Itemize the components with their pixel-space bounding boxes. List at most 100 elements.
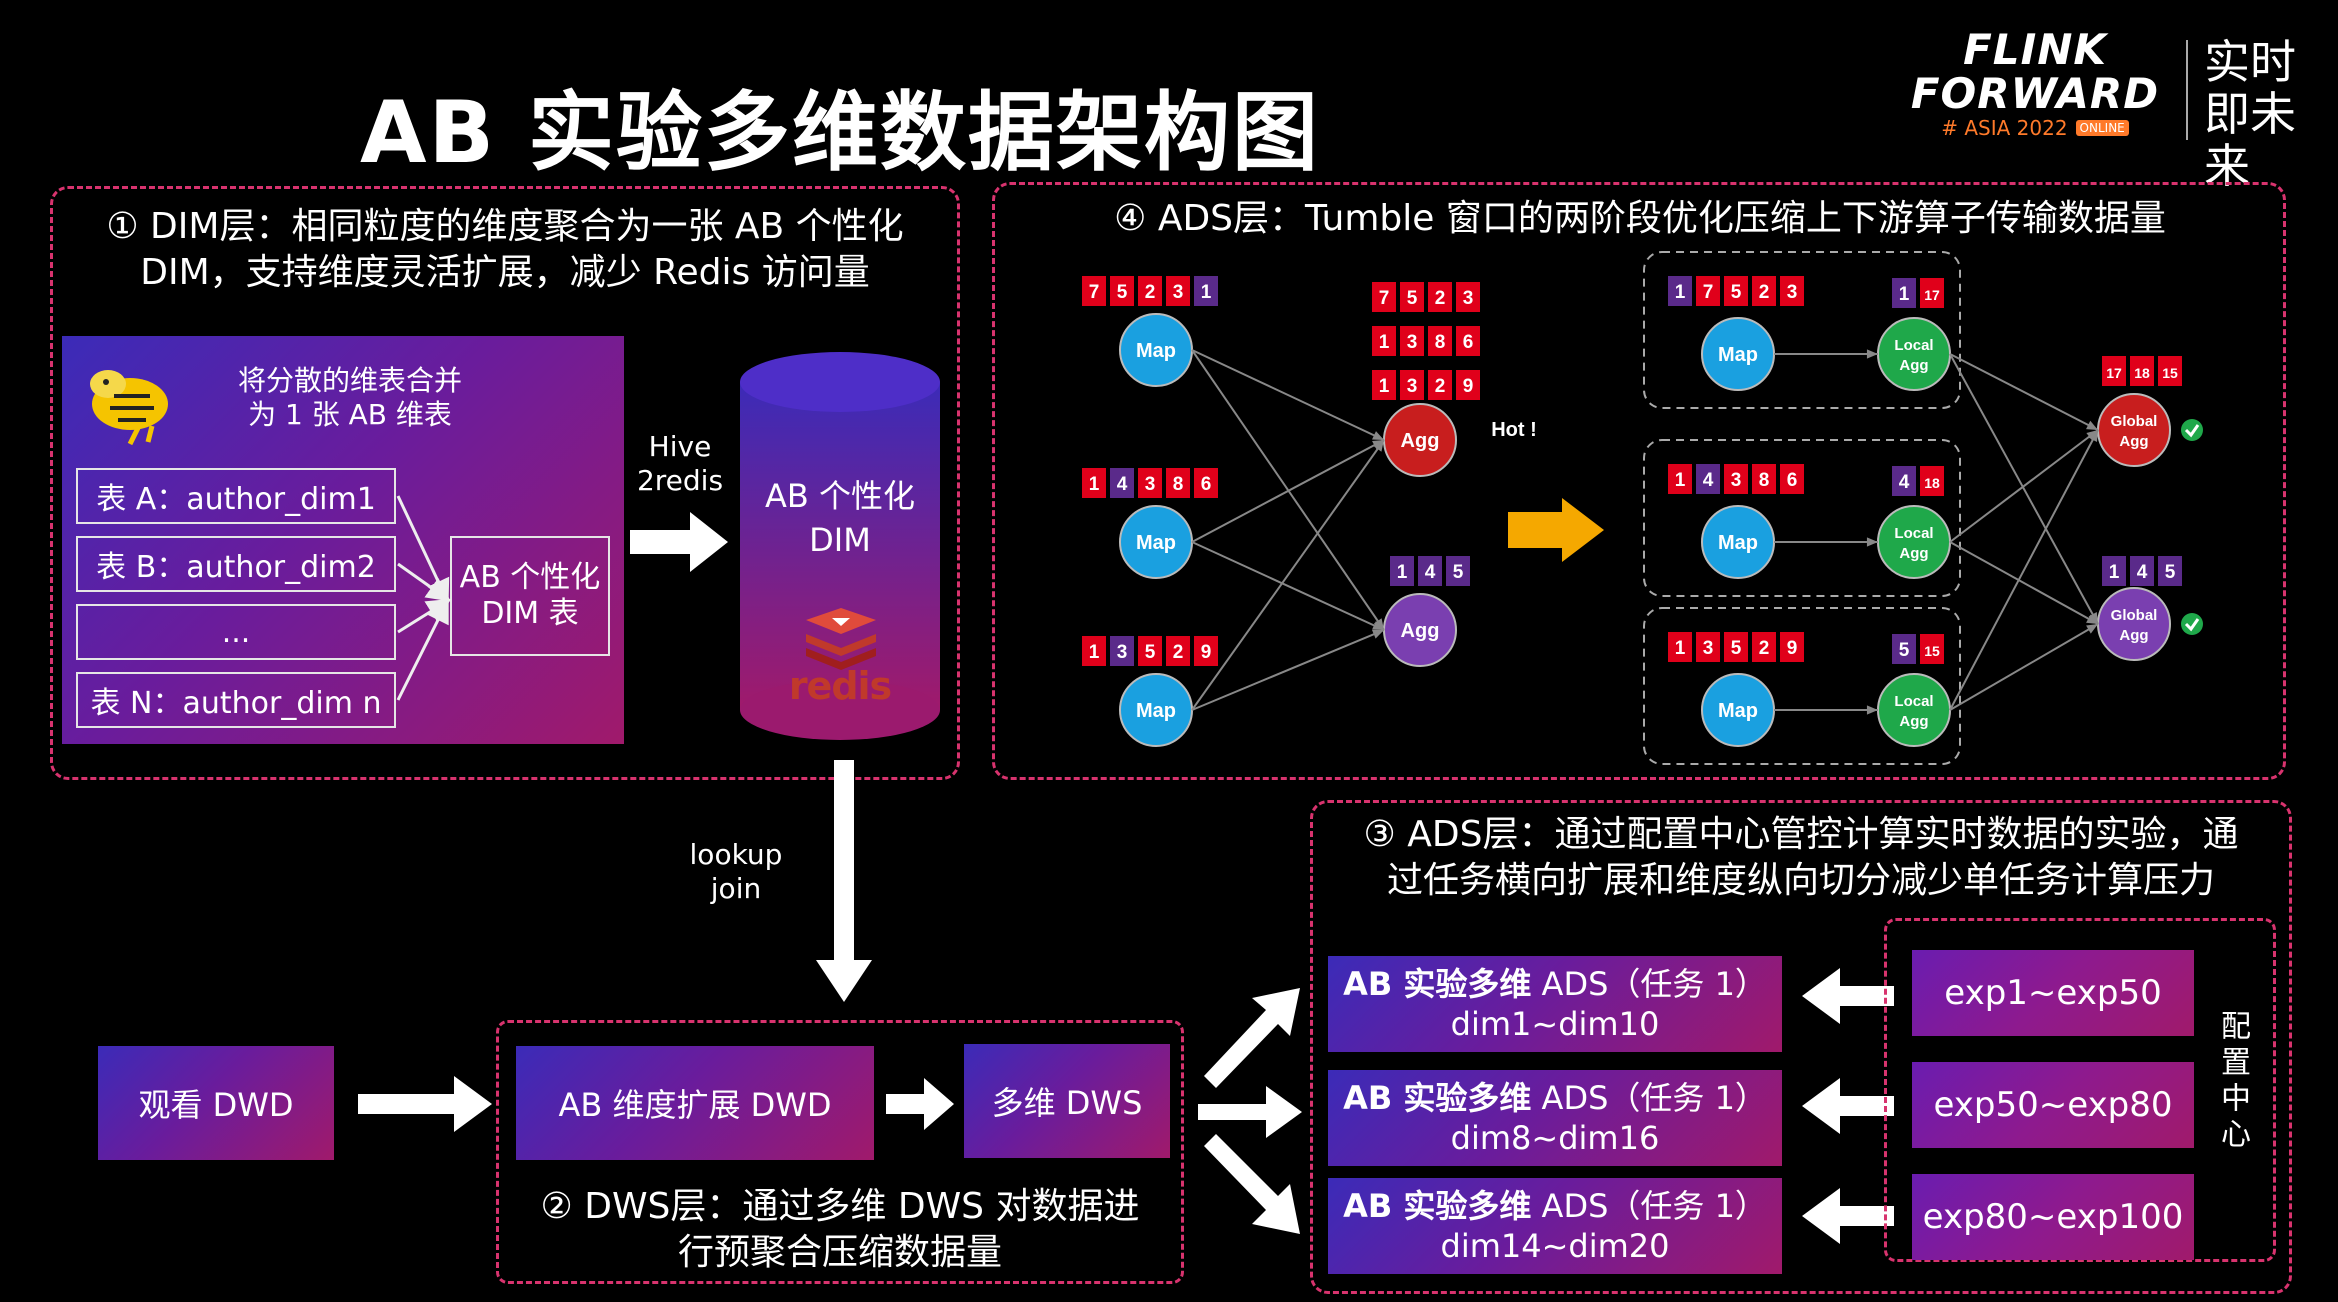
local-to-g1-0-head <box>2086 420 2098 430</box>
local-to-g2-2 <box>1949 623 2099 711</box>
global2-nums-cell <box>2158 556 2182 586</box>
global-agg-node-1-label: Global <box>2111 413 2158 430</box>
redis-db-label: AB 个性化 DIM <box>764 477 916 559</box>
global2-nums-num: 4 <box>2137 562 2148 583</box>
check-mark-1 <box>2184 424 2200 438</box>
dwd-to-dws-arrow <box>886 1078 954 1130</box>
left-map3-nums-cell <box>1194 636 1218 666</box>
shuffle-hot-2 <box>1191 439 1385 711</box>
local-agg-node-1-label: Local <box>1894 337 1933 354</box>
local3-nums-cell <box>1892 634 1916 664</box>
left-map2-nums-num: 1 <box>1089 474 1100 495</box>
left-map3-nums-cell <box>1082 636 1106 666</box>
local3-nums-cell <box>1920 634 1944 664</box>
table-b: 表 B：author_dim2 <box>76 536 396 592</box>
right-map2-nums-cell <box>1668 464 1692 494</box>
right-map2-nums-cell <box>1752 464 1776 494</box>
hot-agg-row3-num: 1 <box>1379 376 1390 397</box>
config-arrows <box>1802 968 1894 1244</box>
shuffle-ok-1 <box>1191 541 1385 631</box>
hot-agg-row3-cell <box>1428 370 1452 400</box>
right-map1-nums-num: 3 <box>1787 282 1798 303</box>
local3-nums-num: 15 <box>1924 643 1940 659</box>
hot-label: Hot ! <box>1491 419 1537 441</box>
config-center-label: 配置中心 <box>2215 1010 2250 1154</box>
right-map2-nums-cell <box>1696 464 1720 494</box>
right-map1-nums-num: 1 <box>1675 282 1686 303</box>
exp-range-2: exp50~exp80 <box>1912 1062 2194 1148</box>
table-n: 表 N：author_dim n <box>76 672 396 728</box>
shuffle-hot-2-head <box>1373 440 1384 452</box>
left-map3-nums-cell <box>1110 636 1134 666</box>
watch-dwd-box: 观看 DWD <box>98 1046 334 1160</box>
global2-nums-cell <box>2130 556 2154 586</box>
local-agg-node-2 <box>1877 505 1951 579</box>
left-map-node-1-label: Map <box>1136 340 1176 362</box>
right-map2-nums-num: 4 <box>1703 470 1714 491</box>
left-map2-nums-cell <box>1082 468 1106 498</box>
local-group-2 <box>1643 439 1961 597</box>
left-map3-nums-num: 1 <box>1089 642 1100 663</box>
left-map1-nums-num: 5 <box>1117 282 1128 303</box>
hot-agg-row1-cell <box>1372 282 1396 312</box>
local-to-g1-1 <box>1949 429 2099 543</box>
right-map3-nums-num: 5 <box>1731 638 1742 659</box>
ok-agg-nums-num: 1 <box>1397 562 1408 583</box>
hot-agg-row2-cell <box>1428 326 1452 356</box>
left-map3-nums-num: 3 <box>1117 642 1128 663</box>
brand-side-text: 实时即未来 <box>2204 35 2296 193</box>
ok-agg-nums-num: 4 <box>1425 562 1436 583</box>
table-a: 表 A：author_dim1 <box>76 468 396 524</box>
hot-agg-row3-cell <box>1400 370 1424 400</box>
shuffle-ok-1-head <box>1372 621 1384 630</box>
left-map1-nums-cell <box>1194 276 1218 306</box>
page-title: AB 实验多维数据架构图 <box>359 83 1321 183</box>
watch-to-dws-arrow <box>358 1076 492 1132</box>
hot-agg-node-label: Agg <box>1401 430 1440 452</box>
right-map2-nums-num: 3 <box>1731 470 1742 491</box>
global1-nums-cell <box>2158 356 2182 386</box>
right-map1-nums-cell <box>1724 276 1748 306</box>
redis-icon <box>806 608 876 670</box>
hot-agg-row1-num: 7 <box>1379 288 1390 309</box>
shuffle-ok-0-head <box>1373 618 1384 630</box>
left-map2-nums-cell <box>1194 468 1218 498</box>
right-map1-nums-num: 7 <box>1703 282 1714 303</box>
multi-dws-box: 多维 DWS <box>964 1044 1170 1158</box>
brand-line1: FLINK <box>1963 25 2107 74</box>
local-agg-node-2-label: Agg <box>1899 545 1928 562</box>
shuffle-hot-0-head <box>1372 431 1384 440</box>
right-map2-nums-cell <box>1724 464 1748 494</box>
right-map3-nums-num: 2 <box>1759 638 1770 659</box>
hot-agg-row1-cell <box>1400 282 1424 312</box>
global1-nums-num: 17 <box>2106 365 2122 381</box>
ads-task-1: AB 实验多维 ADS（任务 1） dim1~dim10 <box>1328 956 1782 1052</box>
local-agg-node-2-label: Local <box>1894 525 1933 542</box>
left-map-node-2-label: Map <box>1136 532 1176 554</box>
ads4-section <box>992 182 2286 780</box>
left-map1-nums-num: 7 <box>1089 282 1100 303</box>
hot-agg-row2-num: 1 <box>1379 332 1390 353</box>
global1-nums-cell <box>2130 356 2154 386</box>
merge-label: 将分散的维表合并 为 1 张 AB 维表 <box>237 364 462 431</box>
right-map3-nums-num: 9 <box>1787 638 1798 659</box>
global1-nums-cell <box>2102 356 2126 386</box>
left-map1-nums-cell <box>1110 276 1134 306</box>
right-map1-nums-num: 5 <box>1731 282 1742 303</box>
right-map1-nums-cell <box>1780 276 1804 306</box>
local-to-g1-2 <box>1949 429 2099 711</box>
check-icon-2 <box>2181 613 2203 635</box>
left-map1-nums-cell <box>1138 276 1162 306</box>
merge-arrows <box>396 495 452 701</box>
ok-agg-nums-num: 5 <box>1453 562 1464 583</box>
right-map3-nums-cell <box>1696 632 1720 662</box>
left-map1-nums-num: 3 <box>1173 282 1184 303</box>
dim-section <box>50 186 960 780</box>
right-map-node-2-label: Map <box>1718 532 1758 554</box>
right-map-node-3-label: Map <box>1718 700 1758 722</box>
right-map2-nums-cell <box>1780 464 1804 494</box>
global-agg-node-1-label: Agg <box>2119 433 2148 450</box>
hot-agg-row3-cell <box>1456 370 1480 400</box>
map-to-local-3-head <box>1866 705 1878 715</box>
